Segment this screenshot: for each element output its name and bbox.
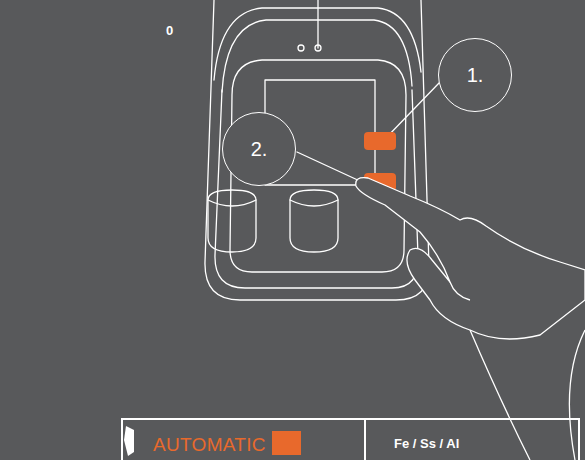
material-box: Fe / Ss / Al <box>365 418 580 460</box>
node-text: Fe / Ss / Al <box>394 436 459 451</box>
button-one <box>364 132 396 150</box>
node-text: AUTOMATIC <box>153 434 266 456</box>
model-number: 0 <box>166 23 173 38</box>
node-text: 2. <box>251 138 268 161</box>
node-text: Fe <box>275 432 298 453</box>
mode-icon <box>124 426 134 456</box>
callout-circle: 1. <box>438 38 512 112</box>
callout-circle: 2. <box>222 112 296 186</box>
material-badge: Fe <box>272 431 301 455</box>
hand <box>356 178 585 339</box>
mode-box: AUTOMATIC Fe <box>121 418 366 460</box>
node-text: 1. <box>467 64 484 87</box>
